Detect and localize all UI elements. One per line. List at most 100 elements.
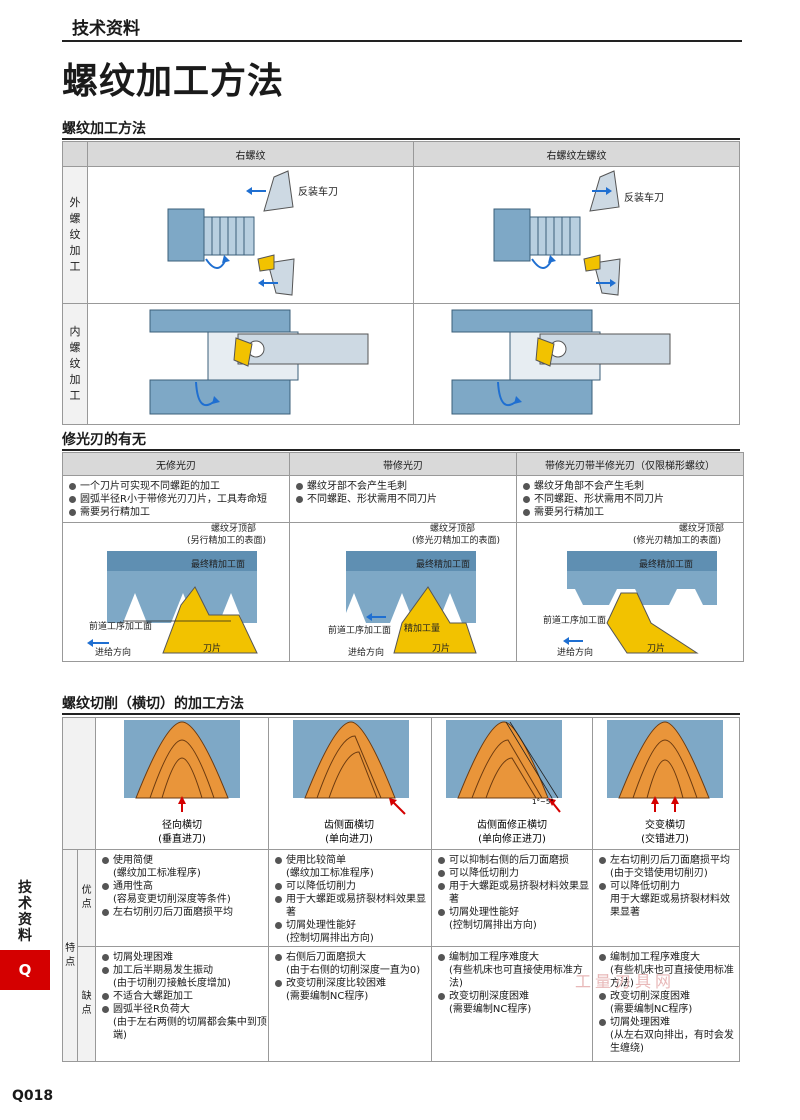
col-wiper-half: 带修光刃带半修光刃（仅限梯形螺纹） <box>516 452 744 476</box>
wiper-half-features: 螺纹牙角部不会产生毛刺 不同螺距、形状需用不同刀片 需要另行精加工 <box>516 475 744 523</box>
thread-crest-label: 螺纹牙顶部 <box>679 523 724 534</box>
method-subname: (垂直进刀) <box>158 832 206 845</box>
col-wiper: 带修光刃 <box>289 452 517 476</box>
wiper-diagram: 螺纹牙顶部 (修光刃精加工的表面) 最终精加工面 前道工序加工面 精加工量 刀片… <box>289 522 517 662</box>
no-wiper-features: 一个刀片可实现不同螺距的加工 圆弧半径R小于带修光刃刀片，工具寿命短 需要另行精… <box>62 475 290 523</box>
page-number: Q018 <box>12 1088 54 1104</box>
list-item: 一个刀片可实现不同螺距的加工 <box>67 480 289 493</box>
wiper-half-illustration: 螺纹牙顶部 (修光刃精加工的表面) 最终精加工面 前道工序加工面 刀片 进给方向 <box>543 522 724 658</box>
radial-infeed-illustration: 径向横切 (垂直进刀) <box>123 720 240 845</box>
list-item: 需要另行精加工 <box>67 506 289 519</box>
side-tab-label: 技术资料 <box>18 880 32 944</box>
crest-surface-label: (修光刃精加工的表面) <box>633 534 721 546</box>
list-item: 需要另行精加工 <box>521 506 743 519</box>
infeed-table: 径向横切 (垂直进刀) 齿侧面横切 (单向进刀) <box>61 717 741 1062</box>
col-no-wiper: 无修光刃 <box>62 452 290 476</box>
method-name: 齿侧面修正横切 <box>477 818 547 831</box>
modified-flank-illustration: 1°~5° 齿侧面修正横切 (单向修正进刀) <box>445 720 562 845</box>
list-item: 不适合大螺距加工 <box>100 990 268 1003</box>
angle-label: 1°~5° <box>532 798 554 806</box>
list-item: 右侧后刀面磨损大 (由于右侧的切削深度一直为0) <box>273 951 431 977</box>
col-rl-thread: 右螺纹左螺纹 <box>413 141 740 167</box>
no-wiper-diagram: 螺纹牙顶部 (另行精加工的表面) 最终精加工面 前道工序加工面 刀片 进给方向 <box>62 522 290 662</box>
section3-rule <box>62 713 740 715</box>
insert-label: 刀片 <box>432 642 450 654</box>
method-subname: (单向修正进刀) <box>478 832 546 845</box>
no-wiper-illustration: 螺纹牙顶部 (另行精加工的表面) 最终精加工面 前道工序加工面 刀片 进给方向 <box>87 522 266 658</box>
section2-rule <box>62 449 740 451</box>
previous-surface-label: 前道工序加工面 <box>328 624 391 636</box>
list-item: 可以降低切削力 <box>273 880 431 893</box>
list-item: 螺纹牙角部不会产生毛刺 <box>521 480 743 493</box>
int-right-diagram <box>87 303 414 425</box>
feature-label: 特点 <box>61 849 79 1062</box>
list-item: 可以降低切削力 <box>436 867 592 880</box>
thread-crest-label: 螺纹牙顶部 <box>211 523 256 534</box>
dis-flank: 右侧后刀面磨损大 (由于右侧的切削深度一直为0)改变切削深度比较困难 (需要编制… <box>267 946 432 1062</box>
list-item: 不同螺距、形状需用不同刀片 <box>521 493 743 506</box>
row-internal: 内螺纹加工 <box>62 303 88 425</box>
row-external: 外螺纹加工 <box>62 166 88 304</box>
wiper-table: 无修光刃 带修光刃 带修光刃带半修光刃（仅限梯形螺纹） 一个刀片可实现不同螺距的… <box>62 452 744 662</box>
list-item: 编制加工程序难度大 (有些机床也可直接使用标准方法) <box>436 951 592 990</box>
finish-amount-label: 精加工量 <box>404 622 440 634</box>
list-item: 编制加工程序难度大 (有些机床也可直接使用标准方法) <box>597 951 739 990</box>
list-item: 左右切削刃后刀面磨损平均 (由于交错使用切削刃) <box>597 854 739 880</box>
dis-alternating: 编制加工程序难度大 (有些机床也可直接使用标准方法)改变切削深度困难 (需要编制… <box>591 946 741 1062</box>
method-name: 径向横切 <box>162 818 202 831</box>
thread-method-table: 右螺纹 右螺纹左螺纹 外螺纹加工 反装车刀 <box>62 141 740 425</box>
final-surface-label: 最终精加工面 <box>416 558 470 570</box>
method-name: 交变横切 <box>645 818 685 831</box>
list-item: 改变切削深度比较困难 (需要编制NC程序) <box>273 977 431 1003</box>
list-item: 用于大螺距或易挤裂材料效果显著 <box>273 893 431 919</box>
list-item: 改变切削深度困难 (需要编制NC程序) <box>436 990 592 1016</box>
section1-title: 螺纹加工方法 <box>62 121 146 137</box>
list-item: 螺纹牙部不会产生毛刺 <box>294 480 516 493</box>
insert-label: 刀片 <box>647 642 665 654</box>
adv-alternating: 左右切削刃后刀面磨损平均 (由于交错使用切削刃)可以降低切削力 用于大螺距或易挤… <box>591 849 741 947</box>
section-letter-badge: Q <box>0 950 50 990</box>
int-right-illustration <box>149 309 369 415</box>
section2-title: 修光刃的有无 <box>62 432 146 448</box>
dis-radial: 切屑处理困难加工后半期易发生振动 (由于切削刃接触长度增加)不适合大螺距加工圆弧… <box>94 946 269 1062</box>
feature-label-text: 特点 <box>65 942 76 968</box>
ext-right-diagram: 反装车刀 <box>87 166 414 304</box>
int-rl-diagram <box>413 303 740 425</box>
thread-crest-label: 螺纹牙顶部 <box>430 523 475 534</box>
list-item: 使用简便 (螺纹加工标准程序) <box>100 854 268 880</box>
row-internal-label: 内螺纹加工 <box>69 325 81 402</box>
feed-direction-label: 进给方向 <box>95 646 131 657</box>
list-item: 用于大螺距或易挤裂材料效果显著 <box>436 880 592 906</box>
list-item: 加工后半期易发生振动 (由于切削刃接触长度增加) <box>100 964 268 990</box>
method-name: 齿侧面横切 <box>324 818 374 831</box>
row-external-label: 外螺纹加工 <box>69 196 81 273</box>
reverse-tool-label: 反装车刀 <box>624 191 664 204</box>
feed-direction-label: 进给方向 <box>348 646 384 657</box>
ext-right-illustration: 反装车刀 <box>167 170 338 296</box>
disadvantage-label: 缺点 <box>77 946 96 1062</box>
previous-surface-label: 前道工序加工面 <box>543 614 606 626</box>
feed-direction-label: 进给方向 <box>557 646 593 657</box>
list-item: 切屑处理困难 <box>100 951 268 964</box>
list-item: 圆弧半径R小于带修光刃刀片，工具寿命短 <box>67 493 289 506</box>
adv-radial: 使用简便 (螺纹加工标准程序)通用性高 (容易变更切削深度等条件)左右切削刃后刀… <box>94 849 269 947</box>
list-item: 可以降低切削力 用于大螺距或易挤裂材料效果显著 <box>597 880 739 919</box>
reverse-tool-label: 反装车刀 <box>298 185 338 198</box>
adv-flank: 使用比较简单 (螺纹加工标准程序)可以降低切削力用于大螺距或易挤裂材料效果显著切… <box>267 849 432 947</box>
list-item: 改变切削深度困难 (需要编制NC程序) <box>597 990 739 1016</box>
alternating-infeed-cell: 交变横切 (交错进刀) <box>591 717 741 850</box>
wiper-features: 螺纹牙部不会产生毛刺 不同螺距、形状需用不同刀片 <box>289 475 517 523</box>
advantage-label-text: 优点 <box>81 885 92 910</box>
side-tab: 技术资料 <box>0 880 50 944</box>
list-item: 通用性高 (容易变更切削深度等条件) <box>100 880 268 906</box>
list-item: 使用比较简单 (螺纹加工标准程序) <box>273 854 431 880</box>
advantage-label: 优点 <box>77 849 96 947</box>
previous-surface-label: 前道工序加工面 <box>89 620 152 632</box>
final-surface-label: 最终精加工面 <box>191 558 245 570</box>
section1-rule <box>62 138 740 140</box>
flank-infeed-illustration: 齿侧面横切 (单向进刀) <box>292 720 409 845</box>
final-surface-label: 最终精加工面 <box>639 558 693 570</box>
dis-modified: 编制加工程序难度大 (有些机床也可直接使用标准方法)改变切削深度困难 (需要编制… <box>430 946 593 1062</box>
radial-infeed-cell: 径向横切 (垂直进刀) <box>94 717 269 850</box>
header-section: 技术资料 <box>72 19 140 39</box>
